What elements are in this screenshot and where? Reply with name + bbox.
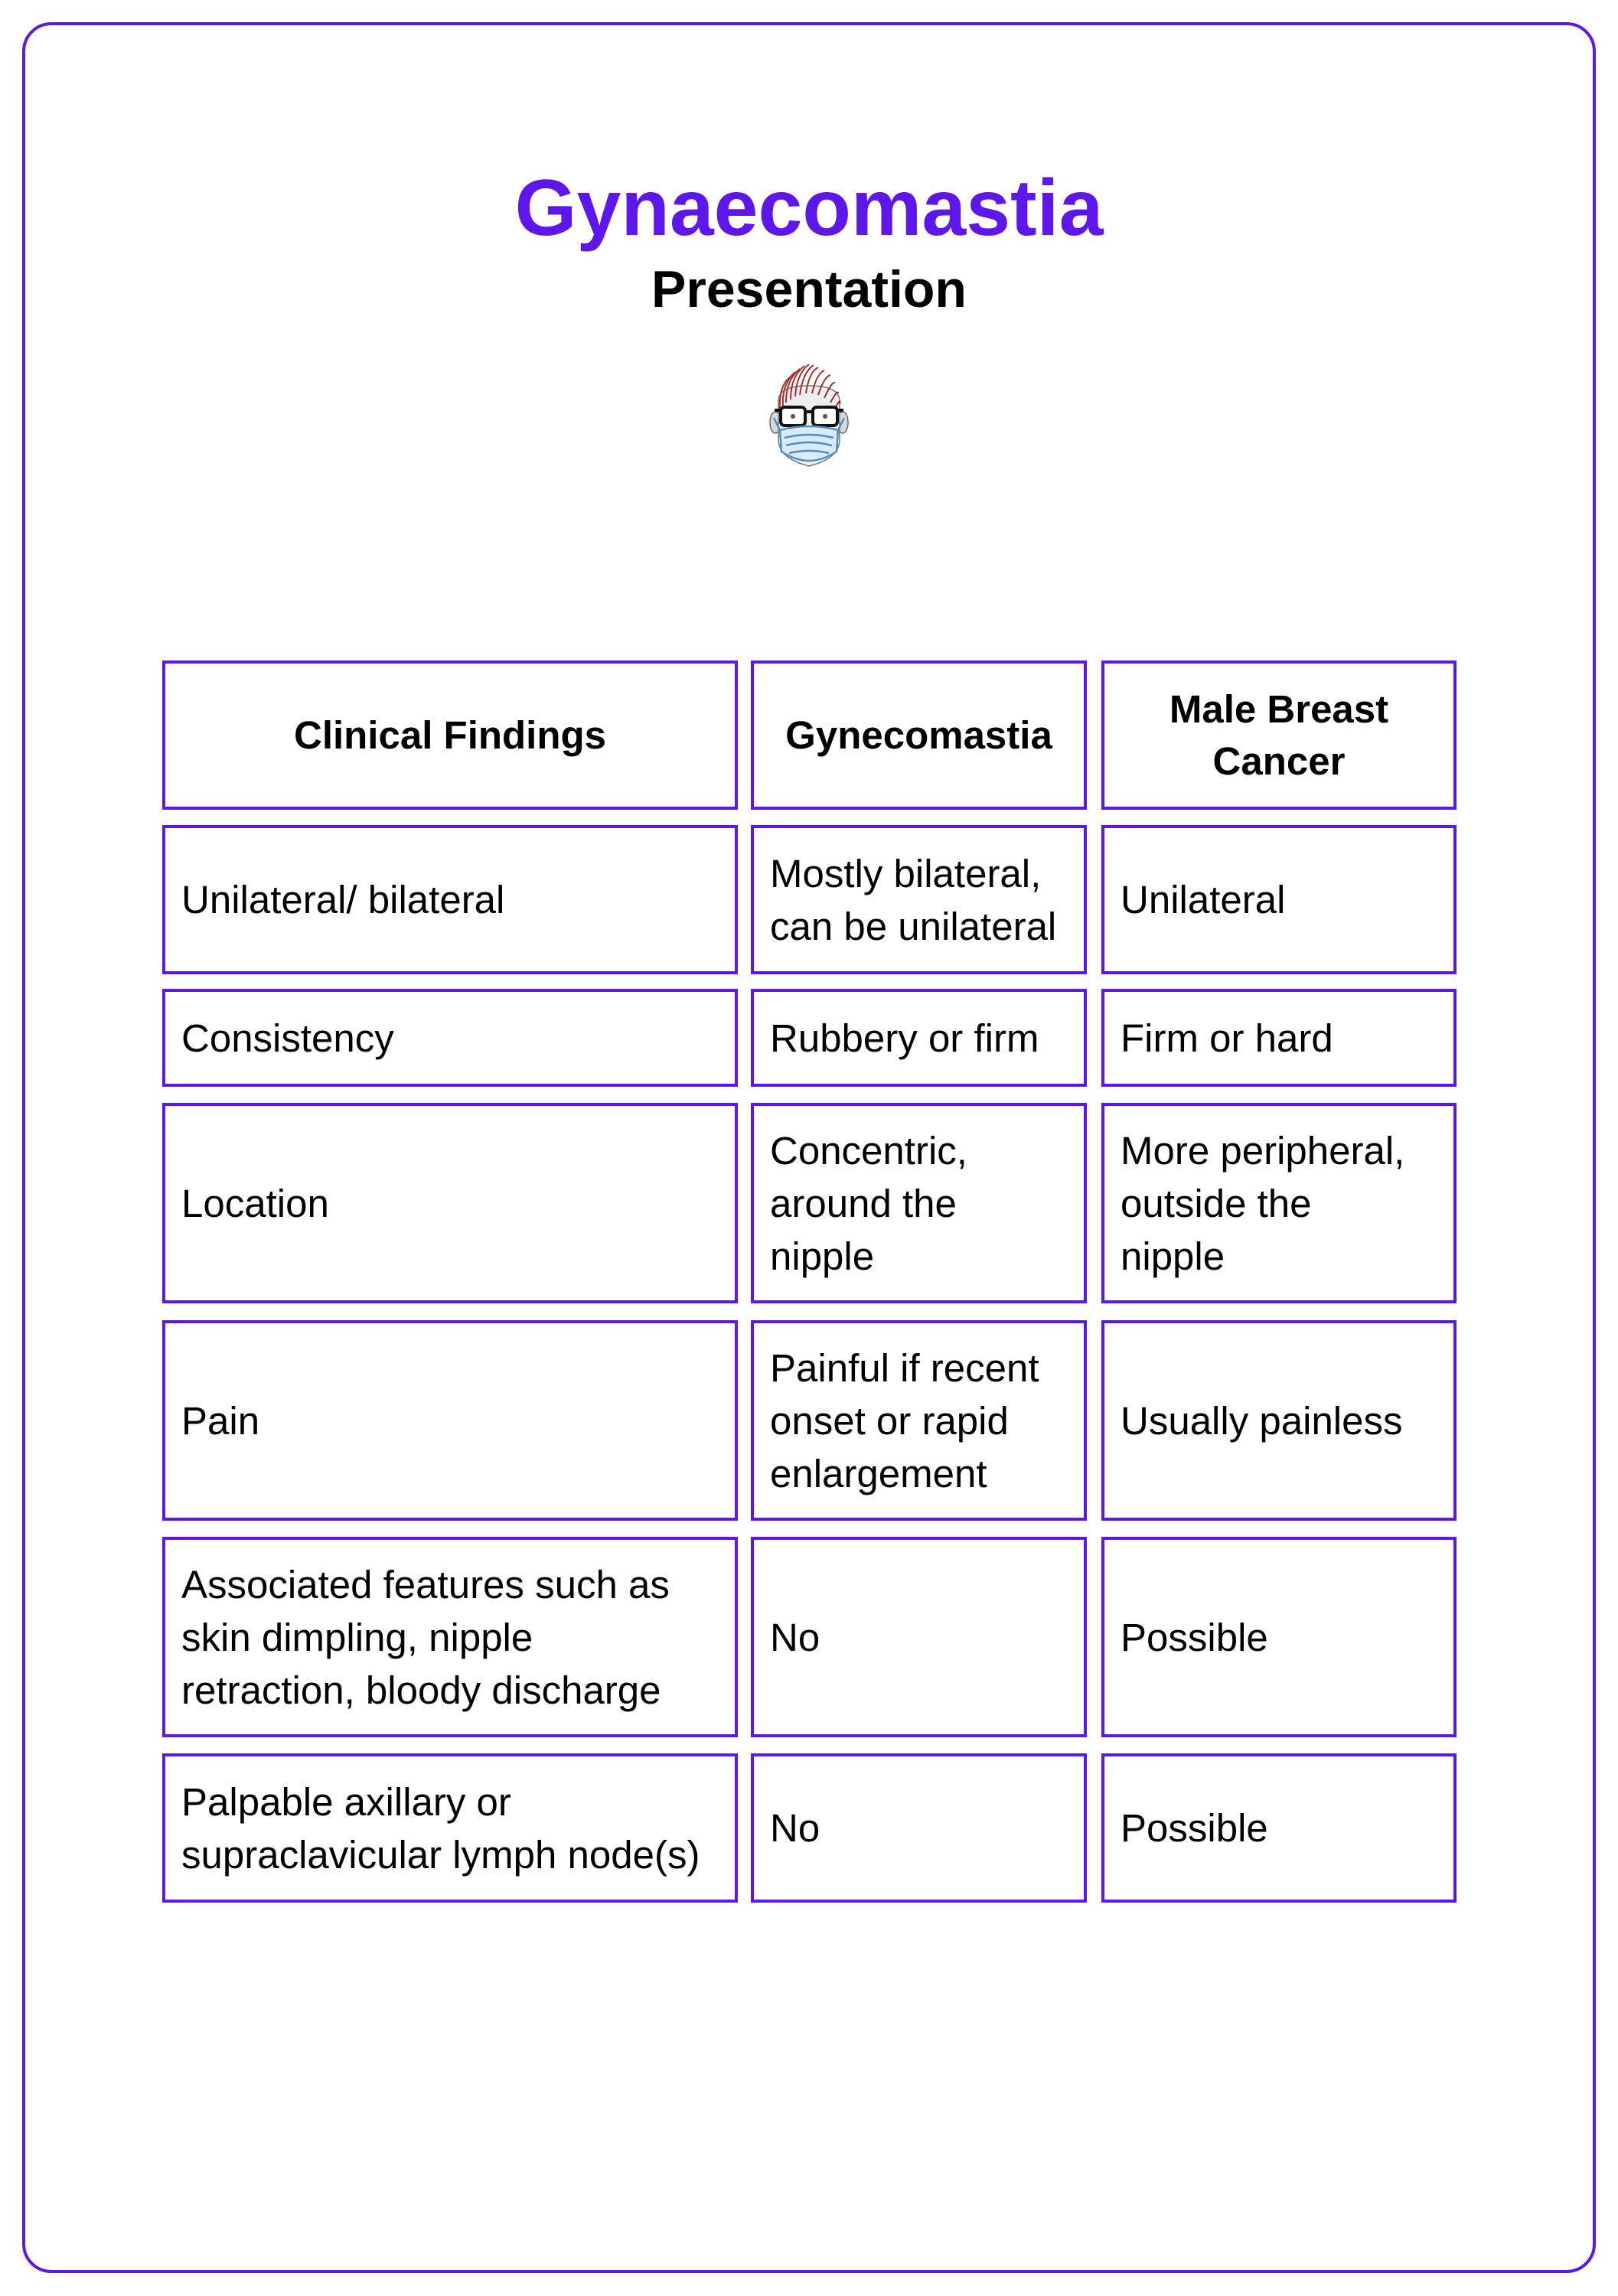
table-cell-finding: Location bbox=[162, 1103, 738, 1303]
cell-text: Rubbery or firm bbox=[770, 1016, 1039, 1060]
cell-text: Usually painless bbox=[1121, 1398, 1403, 1443]
table-cell-finding: Palpable axillary or supraclavicular lym… bbox=[162, 1753, 738, 1903]
page-title: Gynaecomastia bbox=[514, 164, 1104, 253]
header-label: Gynecomastia bbox=[785, 713, 1052, 757]
table-cell-gynecomastia: Concentric, around the nipple bbox=[751, 1103, 1087, 1303]
table-cell-male-breast-cancer: More peripheral, outside the nipple bbox=[1101, 1103, 1457, 1303]
cell-text: Painful if recent onset or rapid enlarge… bbox=[770, 1345, 1039, 1495]
table-cell-gynecomastia: Painful if recent onset or rapid enlarge… bbox=[751, 1320, 1087, 1521]
cell-text: Pain bbox=[181, 1398, 260, 1443]
cell-text: Unilateral/ bilateral bbox=[181, 878, 505, 921]
table-cell-gynecomastia: No bbox=[751, 1537, 1087, 1737]
cell-text: More peripheral, outside the nipple bbox=[1121, 1128, 1405, 1278]
cell-text: Associated features such as skin dimplin… bbox=[181, 1562, 670, 1712]
table-cell-gynecomastia: Rubbery or firm bbox=[751, 989, 1087, 1087]
cell-text: Location bbox=[181, 1181, 329, 1225]
cell-text: Possible bbox=[1121, 1806, 1268, 1850]
table-cell-male-breast-cancer: Unilateral bbox=[1101, 825, 1457, 974]
table-header-gynecomastia: Gynecomastia bbox=[751, 660, 1087, 810]
table-cell-gynecomastia: Mostly bilateral, can be unilateral bbox=[751, 825, 1087, 974]
table-cell-male-breast-cancer: Usually painless bbox=[1101, 1320, 1457, 1521]
header-label: Male Breast Cancer bbox=[1169, 687, 1389, 783]
cell-text: No bbox=[770, 1806, 820, 1850]
cell-text: Consistency bbox=[181, 1016, 394, 1060]
cell-text: No bbox=[770, 1615, 820, 1659]
table-cell-male-breast-cancer: Firm or hard bbox=[1101, 989, 1457, 1087]
cell-text: Concentric, around the nipple bbox=[770, 1128, 967, 1278]
table-cell-finding: Consistency bbox=[162, 989, 738, 1087]
table-header-male-breast-cancer: Male Breast Cancer bbox=[1101, 660, 1457, 810]
cell-text: Firm or hard bbox=[1121, 1016, 1333, 1060]
page-frame bbox=[22, 22, 1596, 2273]
table-cell-finding: Associated features such as skin dimplin… bbox=[162, 1537, 738, 1737]
header-label: Clinical Findings bbox=[293, 713, 607, 757]
table-cell-male-breast-cancer: Possible bbox=[1101, 1753, 1457, 1903]
masked-doctor-avatar-icon bbox=[768, 363, 850, 470]
table-cell-finding: Unilateral/ bilateral bbox=[162, 825, 738, 974]
cell-text: Unilateral bbox=[1121, 878, 1286, 921]
table-cell-gynecomastia: No bbox=[751, 1753, 1087, 1903]
page-subtitle: Presentation bbox=[651, 260, 967, 318]
table-cell-finding: Pain bbox=[162, 1320, 738, 1521]
cell-text: Mostly bilateral, can be unilateral bbox=[770, 851, 1057, 948]
cell-text: Possible bbox=[1121, 1615, 1268, 1659]
table-cell-male-breast-cancer: Possible bbox=[1101, 1537, 1457, 1737]
table-header-clinical-findings: Clinical Findings bbox=[162, 660, 738, 810]
cell-text: Palpable axillary or supraclavicular lym… bbox=[181, 1779, 700, 1877]
